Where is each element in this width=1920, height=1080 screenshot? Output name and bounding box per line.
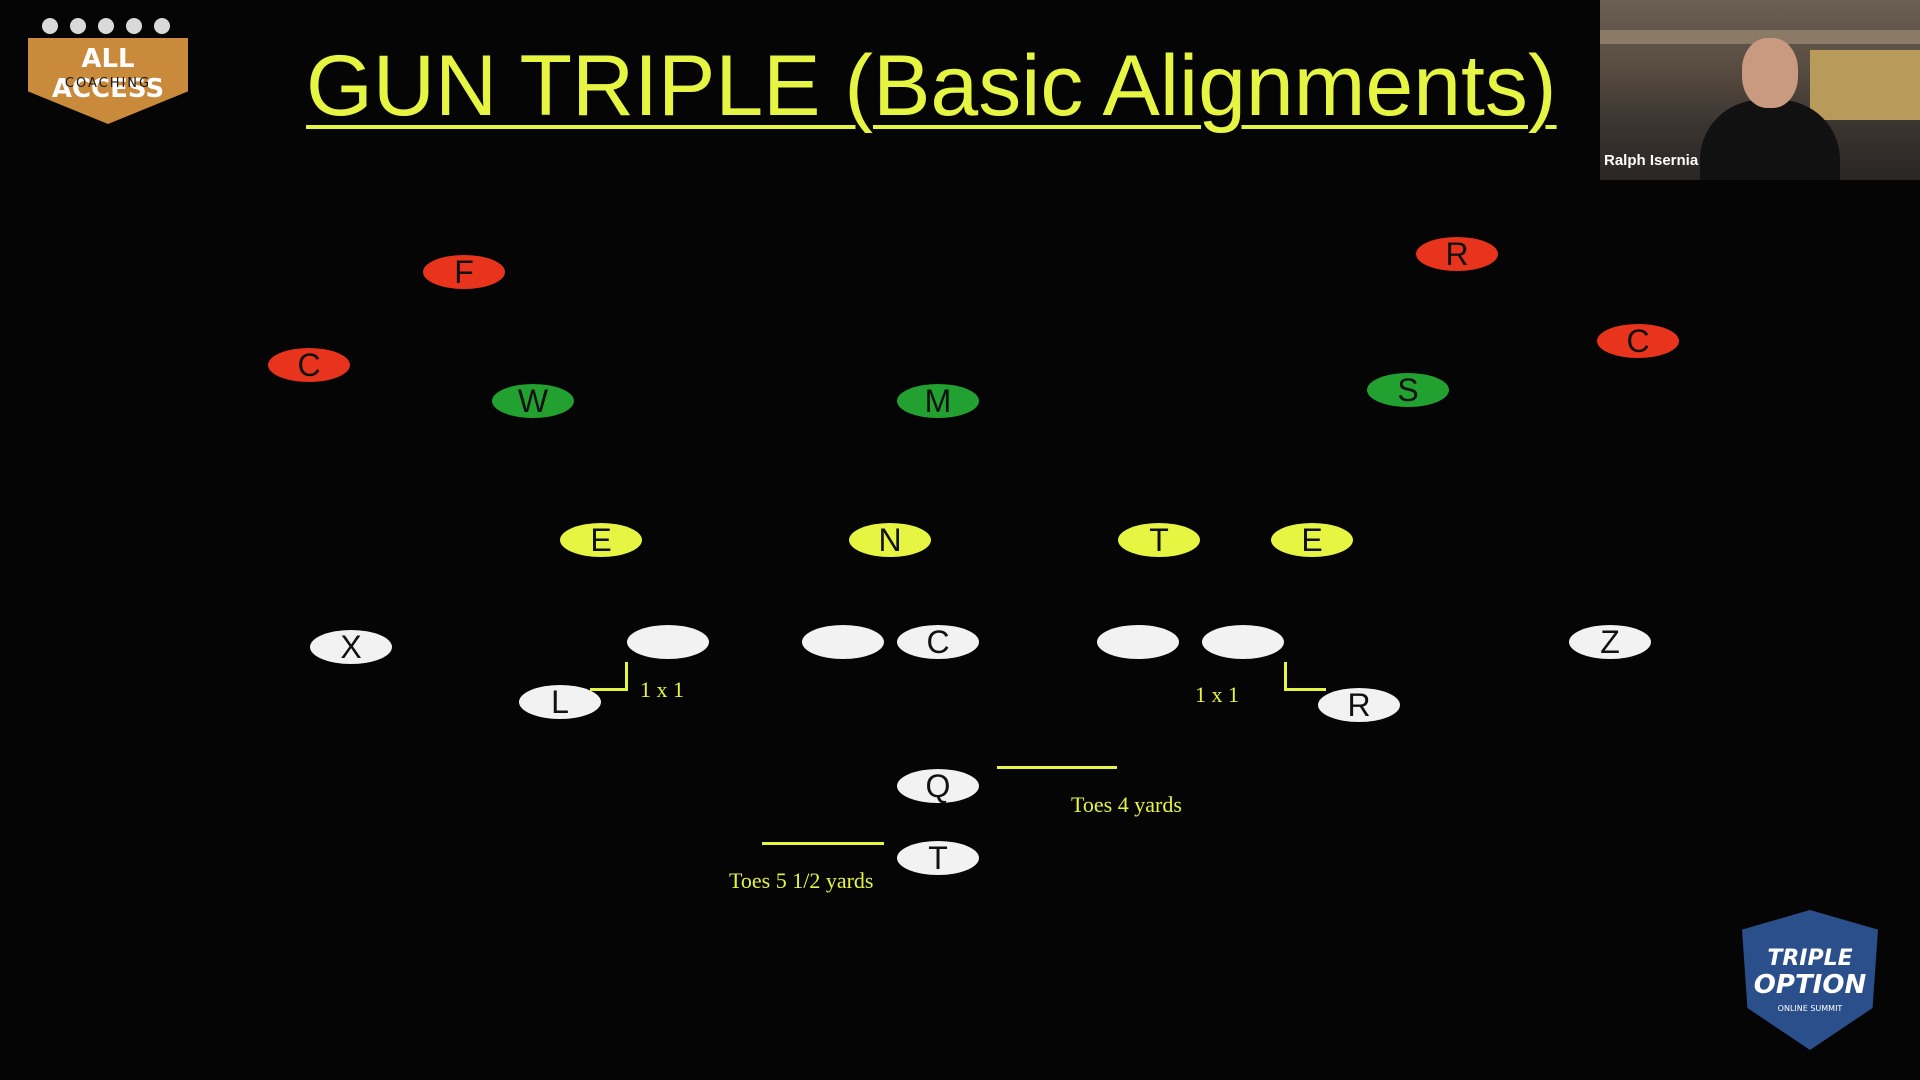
left-end-marker: E [560, 523, 642, 557]
tackle-marker: T [1118, 523, 1200, 557]
webcam-shelf [1600, 30, 1920, 44]
presenter-head [1742, 38, 1798, 108]
logo-text-secondary: COACHING [64, 76, 152, 91]
presenter-body [1700, 100, 1840, 180]
helmet-icon [154, 18, 170, 34]
badge-text-summit: ONLINE SUMMIT [1777, 1004, 1843, 1013]
right-tackle-marker [1202, 625, 1284, 659]
quarterback-marker: Q [897, 769, 979, 803]
right-end-marker: E [1271, 523, 1353, 557]
left-split-note: 1 x 1 [640, 677, 684, 702]
logo-text-primary: ALL ACCESS [51, 44, 165, 104]
sam-linebacker-marker: S [1367, 373, 1449, 407]
tailback-marker: T [897, 841, 979, 875]
badge-text-option: OPTION [1753, 970, 1867, 1000]
qb-depth-note: Toes 4 yards [1071, 792, 1182, 817]
baseball-icon [42, 18, 58, 34]
left-corner-marker: C [268, 348, 350, 382]
right-split-note: 1 x 1 [1195, 682, 1239, 707]
tb-depth-note: Toes 5 1/2 yards [729, 868, 874, 893]
qb-depth-line [997, 766, 1117, 769]
logo-ball-icons [42, 18, 170, 40]
football-icon [98, 18, 114, 34]
right-corner-marker: C [1597, 324, 1679, 358]
right-guard-marker [1097, 625, 1179, 659]
free-safety-marker: F [423, 255, 505, 289]
hockey-icon [126, 18, 142, 34]
mike-linebacker-marker: M [897, 384, 979, 418]
rover-marker: R [1416, 237, 1498, 271]
left-split-bracket-vertical [625, 662, 628, 690]
right-slot-marker: R [1318, 688, 1400, 722]
right-split-bracket-vertical [1284, 662, 1287, 690]
webcam-cabinet [1810, 50, 1920, 120]
left-split-bracket-horizontal [590, 688, 628, 691]
left-slot-marker: L [519, 685, 601, 719]
basketball-icon [70, 18, 86, 34]
center-marker: C [897, 625, 979, 659]
tb-depth-line [762, 842, 884, 845]
all-access-coaching-logo: ALL ACCESS COACHING [22, 14, 194, 126]
right-split-bracket-horizontal [1284, 688, 1326, 691]
nose-tackle-marker: N [849, 523, 931, 557]
slide-title: GUN TRIPLE (Basic Alignments) [306, 38, 1557, 134]
badge-text-triple: TRIPLE [1767, 946, 1853, 971]
presenter-webcam: Ralph Isernia [1600, 0, 1920, 180]
will-linebacker-marker: W [492, 384, 574, 418]
x-receiver-marker: X [310, 630, 392, 664]
z-receiver-marker: Z [1569, 625, 1651, 659]
left-guard-marker [802, 625, 884, 659]
triple-option-summit-badge: TRIPLE OPTION ONLINE SUMMIT [1742, 910, 1878, 1050]
left-tackle-marker [627, 625, 709, 659]
presenter-name: Ralph Isernia [1604, 152, 1699, 169]
